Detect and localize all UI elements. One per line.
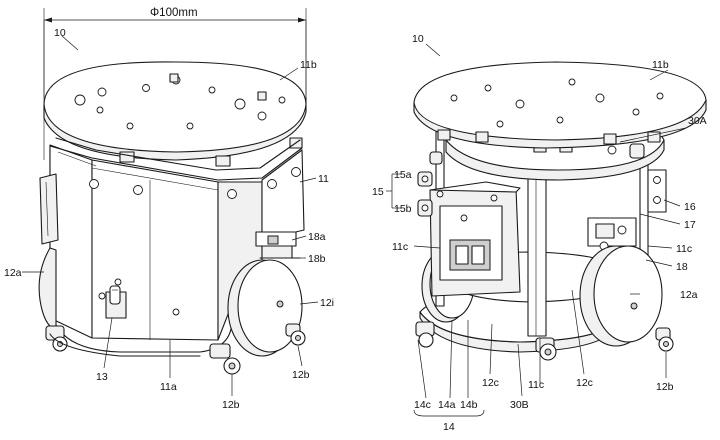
wheel-12a-right — [579, 245, 663, 347]
label-right-16: 16 — [684, 201, 696, 213]
label-right-14c: 14c — [414, 399, 431, 411]
label-left-12b-2: 12b — [292, 369, 310, 381]
right-leader-lines — [386, 43, 687, 417]
electronics-box-14 — [429, 181, 521, 297]
right-robot-drawing — [386, 43, 707, 417]
label-left-12a: 12a — [4, 267, 22, 279]
wheel-12i — [227, 259, 303, 357]
label-left-11: 11 — [318, 173, 329, 185]
label-right-30A: 30A — [688, 115, 707, 127]
switch-13 — [105, 285, 127, 319]
label-right-15: 15 — [372, 186, 384, 198]
label-right-17: 17 — [684, 219, 696, 231]
label-right-15a: 15a — [394, 169, 412, 181]
label-right-18: 18 — [676, 261, 688, 273]
sensor-18-right — [587, 217, 637, 251]
label-right-12a: 12a — [680, 289, 698, 301]
label-right-11b: 11b — [652, 59, 669, 71]
label-left-11b: 11b — [300, 59, 317, 71]
label-right-10: 10 — [412, 33, 424, 45]
bracket-16-17 — [429, 143, 667, 213]
label-left-12i: 12i — [320, 297, 334, 309]
label-right-11c-3: 11c — [528, 379, 544, 391]
left-leader-lines — [22, 35, 319, 396]
label-left-11a: 11a — [160, 381, 177, 393]
dimension-line — [43, 8, 307, 160]
label-right-12b: 12b — [656, 381, 674, 393]
sensor-18 — [255, 231, 301, 259]
casters-12b — [45, 323, 306, 375]
label-right-14: 14 — [443, 421, 455, 433]
label-right-11c-1: 11c — [392, 241, 408, 253]
label-right-12c-1: 12c — [482, 377, 499, 389]
left-robot-drawing — [22, 8, 319, 396]
casters-right — [415, 321, 674, 361]
label-right-12c-2: 12c — [576, 377, 593, 389]
label-left-18a: 18a — [308, 231, 326, 243]
connectors-15 — [417, 171, 433, 217]
labels: Φ100mm 10 11b 11 18a 18b 12i 12a 13 11a … — [4, 7, 707, 433]
top-plate-11b-right — [413, 61, 707, 149]
label-right-30B: 30B — [510, 399, 529, 411]
dimension-label: Φ100mm — [150, 7, 198, 19]
label-right-15b: 15b — [394, 203, 412, 215]
label-right-11c-2: 11c — [676, 243, 692, 255]
label-left-13: 13 — [96, 371, 108, 383]
top-plate-11b-left — [43, 61, 307, 181]
label-right-14b: 14b — [460, 399, 478, 411]
label-left-12b-1: 12b — [222, 399, 240, 411]
label-left-10: 10 — [54, 27, 66, 39]
label-right-14a: 14a — [438, 399, 456, 411]
label-left-18b: 18b — [308, 253, 326, 265]
wheel-12a-left — [38, 247, 57, 331]
